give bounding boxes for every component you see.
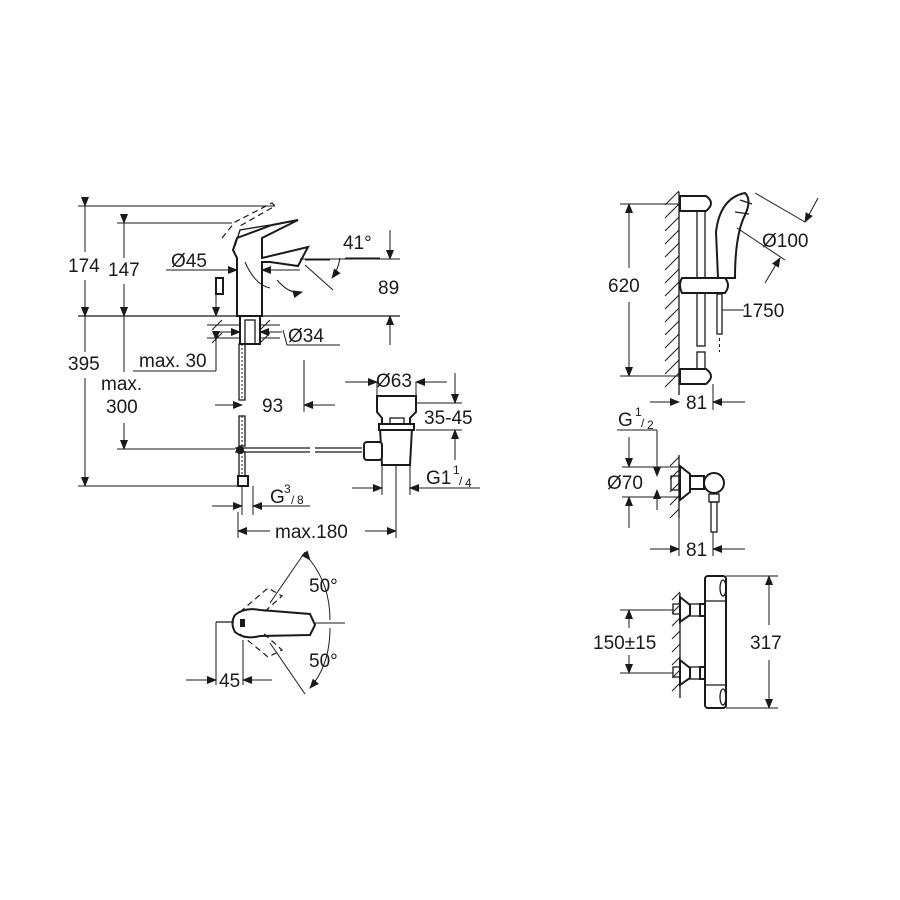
dim-inlet-spacing: 150±15 [593,633,656,654]
dim-lever-angle-up: 50° [309,576,338,597]
dim-body-height: 317 [750,633,782,654]
dim-waste-thread-den: 4 [465,476,472,490]
dim-body-diameter: Ø45 [171,251,207,272]
dim-hose-length: 1750 [742,301,784,322]
dim-elbow-thread-slash: / [641,416,645,430]
dim-waste-distance: max.180 [275,522,348,543]
dim-supply-thread: G [270,487,285,508]
dim-supply-thread-den: / [291,493,295,507]
dim-total-depth: 395 [68,354,100,375]
basin-mixer-top-view: 50° 50° 45 [186,550,345,695]
dim-waste-thread-slash: / [459,474,463,488]
dim-elbow-projection: 81 [686,540,707,561]
dim-waste-thread-num: 1 [453,463,460,477]
dim-deck-thickness: max. 30 [139,351,207,372]
dim-spout-height: 89 [378,278,399,299]
dim-elbow-flange: Ø70 [607,473,643,494]
dim-spout-angle: 41° [343,233,372,254]
dim-lever-offset: 45 [219,671,240,692]
dim-spout-reach: 93 [262,396,283,417]
dim-rail-height: 620 [608,276,640,297]
dim-elbow-thread: G [618,410,633,431]
dim-max-value: 300 [106,397,138,418]
dim-lever-angle-down: 50° [309,651,338,672]
basin-mixer-side-view: 174 147 395 max. 300 max. 30 Ø45 [68,197,480,543]
dim-height-spout: 147 [108,260,140,281]
dim-waste-thread: G1 [426,468,451,489]
dim-supply-thread-num: 3 [284,482,291,496]
dim-waste-range: 35-45 [424,408,473,429]
dim-mounting-hole: Ø34 [288,326,324,347]
dim-elbow-thread-den: 2 [647,418,654,432]
dim-elbow-thread-num: 1 [635,405,642,419]
dim-height-total: 174 [68,256,100,277]
shower-elbow-view: G 1 / 2 Ø70 81 [607,405,745,561]
shower-rail-view: Ø100 1750 620 81 [608,190,819,414]
thermostat-view: 150±15 317 [593,575,782,709]
dim-rail-projection: 81 [686,393,707,414]
dim-head-diameter: Ø100 [762,231,808,252]
dim-waste-diameter: Ø63 [376,371,412,392]
dim-supply-thread-den-value: 8 [297,493,304,507]
dim-max-label: max. [101,374,142,395]
